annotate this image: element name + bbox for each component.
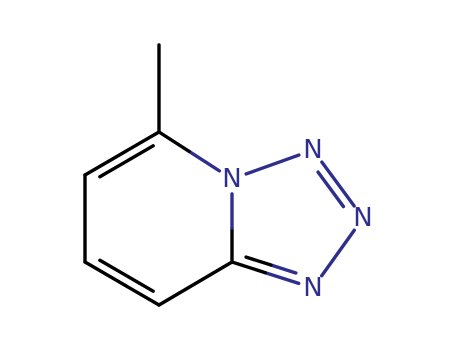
bond-n4-c8a-start [263, 271, 301, 286]
bond-n_bridge-c5-start [187, 149, 222, 173]
atom-label-n2: N [303, 135, 322, 165]
atom-labels-layer: N N N N [222, 135, 372, 303]
atom-label-n4: N [303, 273, 322, 303]
bond-n_bridge-n2 [244, 153, 301, 176]
bond-n_bridge-c5-end [157, 130, 191, 154]
bond-n4-c8a-inner-end [244, 255, 273, 267]
atom-label-n3: N [353, 203, 372, 233]
bond-c5-c6-inner [98, 144, 155, 179]
bond-c7-c8-inner [98, 258, 155, 293]
bonds-layer [83, 43, 356, 307]
bond-n2-n3 [320, 160, 356, 208]
atom-label-n-bridge: N [222, 164, 241, 194]
bond-n4-c8a-inner-start [269, 263, 298, 275]
bond-c5-c6 [83, 130, 161, 177]
bond-c7-c8 [83, 260, 161, 307]
bond-n3-n4 [320, 228, 356, 278]
bond-n4-c8a-end [230, 260, 268, 275]
bond-n2-n3-inner [316, 170, 346, 209]
bond-c8-c8a [157, 260, 234, 307]
